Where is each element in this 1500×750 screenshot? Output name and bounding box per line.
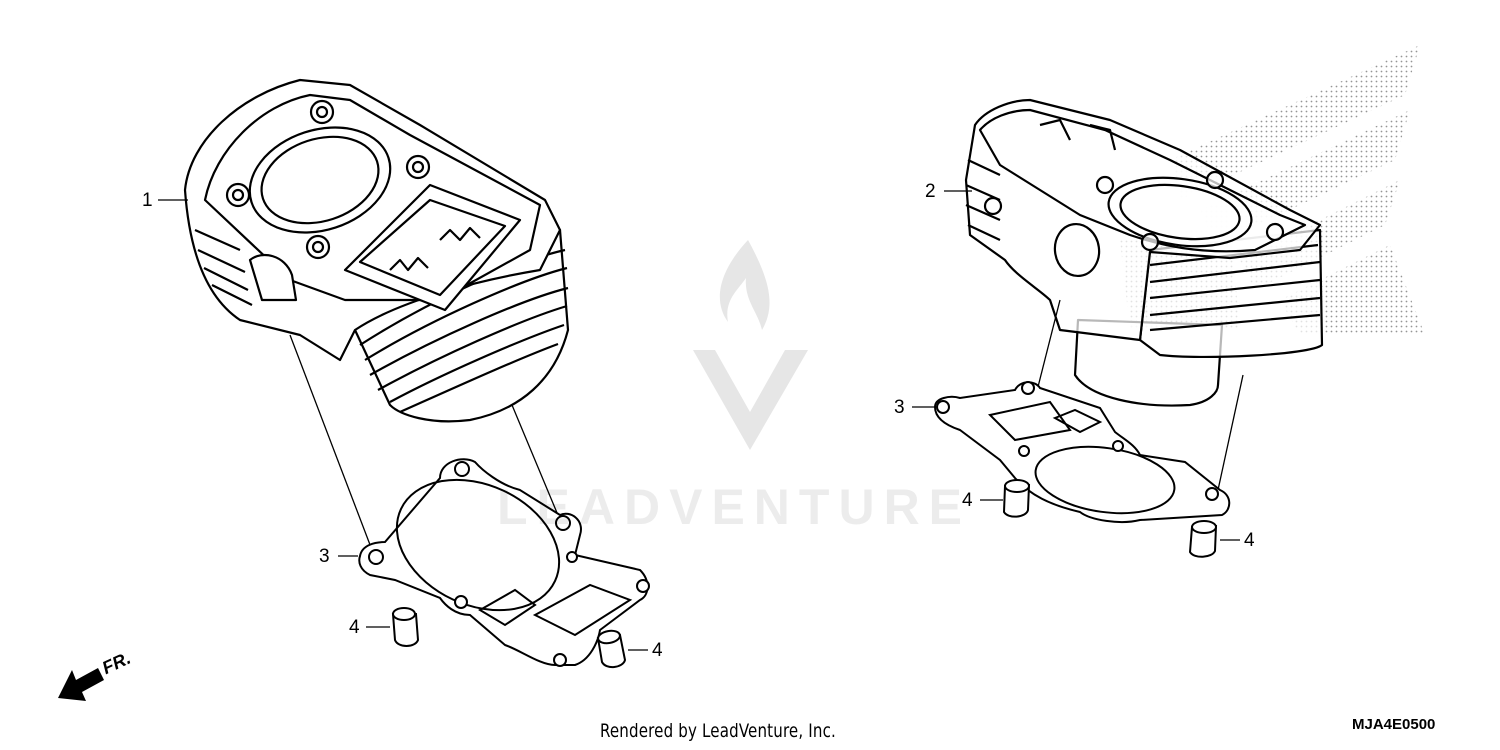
footer-credit: Rendered by LeadVenture, Inc. <box>600 720 837 742</box>
left-gasket[interactable] <box>358 455 650 667</box>
callout-left-dowel-a: 4 <box>349 617 360 638</box>
callout-left-gasket: 3 <box>319 546 330 567</box>
arrow-down-left-icon <box>58 668 104 701</box>
callout-right-dowel-a: 4 <box>962 490 973 511</box>
diagram-code: MJA4E0500 <box>1352 716 1436 733</box>
callout-right-dowel-b: 4 <box>1244 530 1255 551</box>
right-dowel-pin-b[interactable] <box>1188 520 1218 558</box>
callout-left-cylinder: 1 <box>142 190 153 211</box>
left-cylinder[interactable] <box>183 78 570 423</box>
watermark-logo <box>693 240 808 450</box>
right-gasket[interactable] <box>933 381 1231 523</box>
left-leader-lines <box>158 199 648 651</box>
right-dowel-pin-a[interactable] <box>1002 479 1031 518</box>
left-dowel-pin-b[interactable] <box>596 629 627 668</box>
callout-left-dowel-b: 4 <box>652 640 663 661</box>
callout-right-gasket: 3 <box>894 397 905 418</box>
callout-right-cylinder: 2 <box>925 181 936 202</box>
watermark-text: LEADVENTURE <box>497 479 972 535</box>
left-dowel-pin-a[interactable] <box>391 607 420 647</box>
right-cylinder[interactable] <box>964 98 1324 407</box>
